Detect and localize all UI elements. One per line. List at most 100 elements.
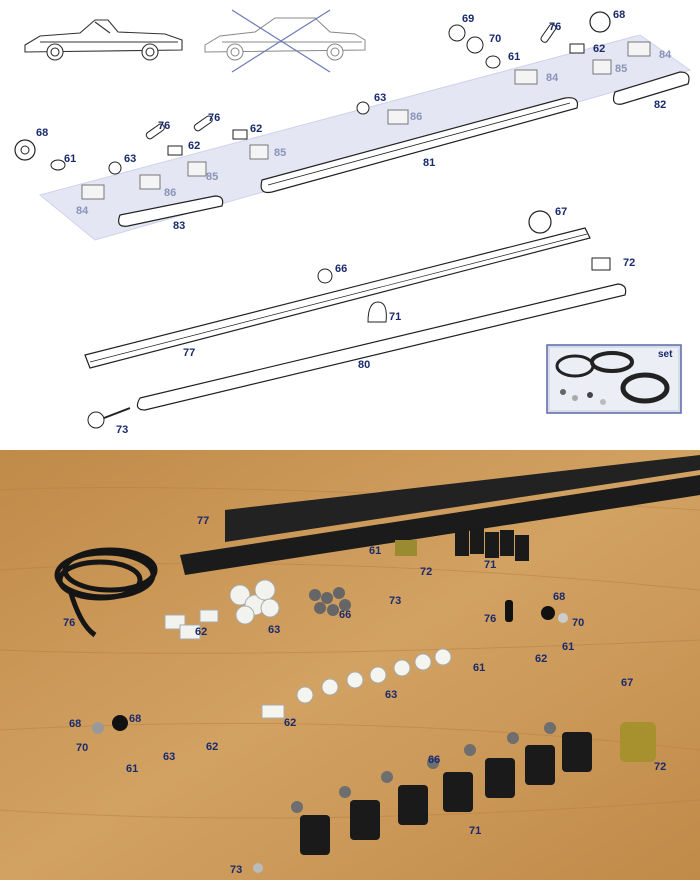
plug-icon-70 xyxy=(466,36,484,54)
parts-kit-photo: 77 61 72 71 73 66 76 62 63 68 76 70 62 6… xyxy=(0,450,700,880)
pin-icon-76-left-a xyxy=(145,123,165,140)
photo-callout-62-right: 62 xyxy=(535,653,547,665)
photo-callout-72-top: 72 xyxy=(420,566,432,578)
bushing-icon-66 xyxy=(317,268,333,284)
callout-83: 83 xyxy=(173,220,185,232)
callout-77: 77 xyxy=(183,347,195,359)
photo-callout-62-mid: 62 xyxy=(284,717,296,729)
plug-icon-69 xyxy=(448,24,466,42)
bracket-icon-86-left xyxy=(139,174,161,190)
callout-82: 82 xyxy=(654,99,666,111)
callout-61-left: 61 xyxy=(64,153,76,165)
photo-callouts: 77 61 72 71 73 66 76 62 63 68 76 70 62 6… xyxy=(63,515,666,876)
photo-callout-77: 77 xyxy=(197,515,209,527)
photo-callout-76-right: 76 xyxy=(484,613,496,625)
clip-icon-62-left-a xyxy=(167,145,183,156)
rocker-rail-77 xyxy=(84,227,591,369)
photo-callout-70-left: 70 xyxy=(76,742,88,754)
photo-callout-66-bottom: 66 xyxy=(428,754,440,766)
nut-icon-63-left xyxy=(108,161,122,175)
callout-85-right: 85 xyxy=(615,63,627,75)
callout-63-left: 63 xyxy=(124,153,136,165)
plug-icon-68-left xyxy=(14,139,36,161)
callout-71: 71 xyxy=(389,311,401,323)
photo-callout-76-left: 76 xyxy=(63,617,75,629)
photo-callout-72-bottom: 72 xyxy=(654,761,666,773)
car-convertible-illustration xyxy=(24,19,183,61)
photo-callout-63-bottom: 63 xyxy=(163,751,175,763)
pin-icon-76-left-b xyxy=(193,115,213,132)
photo-callout-61-bottom: 61 xyxy=(126,763,138,775)
nut-icon-63-mid xyxy=(356,101,370,115)
trim-strip-81 xyxy=(260,97,579,194)
callout-72: 72 xyxy=(623,257,635,269)
callout-76-right: 76 xyxy=(549,21,561,33)
photo-callout-71-top: 71 xyxy=(484,559,496,571)
photo-callout-73-top: 73 xyxy=(389,595,401,607)
washer-icon-61-left xyxy=(50,159,66,171)
bracket-icon-86-mid xyxy=(387,109,409,125)
set-label: set xyxy=(658,349,673,360)
callout-62-left-b: 62 xyxy=(250,123,262,135)
small-hardware-pieces xyxy=(92,600,568,873)
callout-69: 69 xyxy=(462,13,474,25)
callout-85-mid: 85 xyxy=(274,147,286,159)
callout-86-left: 86 xyxy=(164,187,176,199)
callout-84-right: 84 xyxy=(659,49,672,61)
plug-icon-68-right xyxy=(589,11,611,33)
photo-callout-63-mid: 63 xyxy=(385,689,397,701)
set-inset-photo: set xyxy=(546,344,682,414)
callout-61-right: 61 xyxy=(508,51,520,63)
screw-icon-73 xyxy=(87,407,131,429)
parts-placement-panel xyxy=(38,34,692,241)
bracket-icon-84-left xyxy=(81,184,105,200)
callout-84-left: 84 xyxy=(76,205,89,217)
callout-66: 66 xyxy=(335,263,347,275)
callout-76-left-b: 76 xyxy=(208,112,220,124)
bracket-72-bottom xyxy=(620,722,656,762)
trim-strip-82 xyxy=(612,71,690,105)
clip-icon-62-right xyxy=(569,43,585,54)
plug-icon-67 xyxy=(528,210,552,234)
callout-86-mid: 86 xyxy=(410,111,422,123)
photo-callout-62-left: 62 xyxy=(195,626,207,638)
bolt-icon-72 xyxy=(591,257,611,271)
rocker-rail-photo-77 xyxy=(180,455,700,575)
photo-callout-68-right: 68 xyxy=(553,591,565,603)
washer-icon-61-right xyxy=(485,55,501,69)
bracket-icon-84-mid xyxy=(514,69,538,85)
white-clips-cluster xyxy=(164,579,280,640)
callout-80: 80 xyxy=(358,359,370,371)
photo-callout-61-right: 61 xyxy=(562,641,574,653)
photo-callout-66-top: 66 xyxy=(339,609,351,621)
photo-callout-61-top: 61 xyxy=(369,545,381,557)
bracket-72-top xyxy=(395,540,417,556)
photo-callout-68-left-b: 68 xyxy=(129,713,141,725)
exploded-parts-diagram: 69 68 70 76 62 61 82 63 68 61 76 76 62 6… xyxy=(14,9,692,436)
callout-68-left: 68 xyxy=(36,127,48,139)
trim-strip-83 xyxy=(118,195,224,227)
photo-callout-73-bottom: 73 xyxy=(230,864,242,876)
clip-icon-71 xyxy=(367,301,387,323)
car-hardtop-illustration-crossed xyxy=(204,9,366,73)
callout-68-right: 68 xyxy=(613,9,625,21)
clip-icon-62-left-b xyxy=(232,129,248,140)
grey-bushings-row-bottom xyxy=(291,722,556,813)
callout-81: 81 xyxy=(423,157,435,169)
black-clips-row-bottom xyxy=(300,732,592,855)
callout-70: 70 xyxy=(489,33,501,45)
pin-icon-76-right xyxy=(540,23,557,43)
rocker-strip-80 xyxy=(136,283,627,411)
callout-67: 67 xyxy=(555,206,567,218)
bracket-icon-85-mid xyxy=(249,144,269,160)
photo-callout-62-bottom: 62 xyxy=(206,741,218,753)
bracket-icon-84-right xyxy=(627,41,651,57)
photo-callout-71-bottom: 71 xyxy=(469,825,481,837)
callout-62-left-a: 62 xyxy=(188,140,200,152)
photo-callout-63-left: 63 xyxy=(268,624,280,636)
rubber-hose-76 xyxy=(54,547,158,638)
bracket-icon-85-right xyxy=(592,59,612,75)
callout-63-mid: 63 xyxy=(374,92,386,104)
callout-62-right: 62 xyxy=(593,43,605,55)
white-clips-row xyxy=(261,648,452,719)
